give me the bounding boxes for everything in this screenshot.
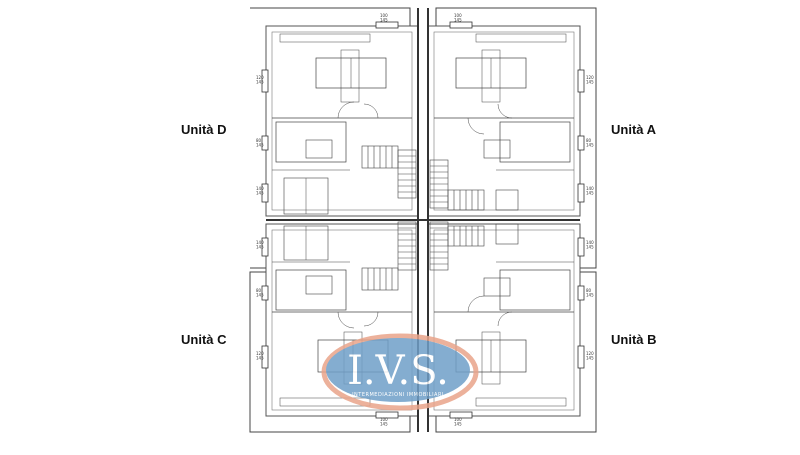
- logo-tagline: INTERMEDIAZIONI IMMOBILIARI: [352, 392, 444, 398]
- building-outline: [249, 7, 597, 433]
- logo-text: I.V.S.: [347, 348, 449, 394]
- unit-a-walls: [427, 25, 581, 217]
- logo-ellipse: [326, 338, 470, 402]
- bathroom-unit-b: [499, 269, 571, 311]
- unit-a-label: Unità A: [611, 122, 657, 137]
- bathroom-unit-a: [499, 121, 571, 163]
- logo-ring: [321, 333, 479, 411]
- bathroom-unit-d: [275, 121, 347, 163]
- unit-d-label: Unità D: [181, 122, 227, 137]
- unit-c-label: Unità C: [181, 332, 227, 347]
- unit-b-label: Unità B: [611, 332, 657, 347]
- unit-d-walls: [265, 25, 419, 217]
- bathroom-unit-c: [275, 269, 347, 311]
- ivs-logo-watermark: I.V.S. INTERMEDIAZIONI IMMOBILIARI: [321, 333, 479, 411]
